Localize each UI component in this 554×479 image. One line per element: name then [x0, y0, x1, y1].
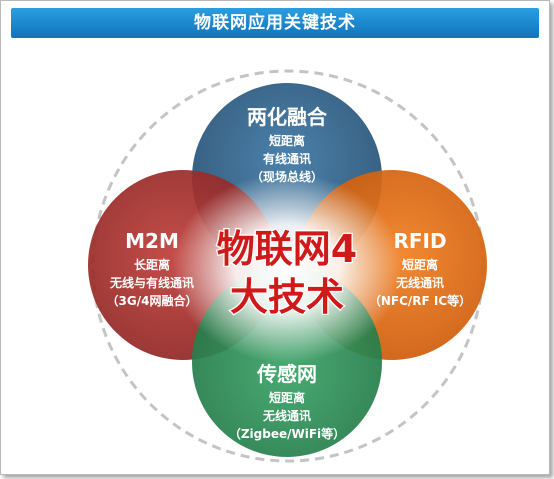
right-circle-line-1: 短距离: [402, 257, 438, 272]
left-circle-title: M2M: [125, 229, 179, 253]
center-title-line-1: 物联网4: [217, 227, 357, 271]
top-circle-line-3: （现场总线）: [251, 169, 323, 184]
page-title: 物联网应用关键技术: [194, 13, 356, 33]
bottom-circle-title: 传感网: [256, 362, 317, 386]
left-circle-line-3: （3G/4网融合）: [107, 293, 198, 308]
top-circle-line-2: 有线通讯: [263, 151, 311, 166]
right-circle-title: RFID: [393, 229, 446, 253]
left-circle-line-1: 长距离: [134, 257, 170, 272]
top-circle-title: 两化融合: [247, 105, 328, 129]
center-glow: [172, 173, 402, 363]
bottom-circle-line-1: 短距离: [269, 390, 305, 405]
title-banner: 物联网应用关键技术: [11, 8, 539, 38]
top-circle-line-1: 短距离: [269, 133, 305, 148]
center-title-line-2: 大技术: [230, 275, 344, 319]
bottom-circle-line-3: （Zigbee/WiFi等）: [229, 426, 345, 441]
right-circle-line-2: 无线通讯: [395, 275, 444, 290]
bottom-circle-line-2: 无线通讯: [262, 408, 311, 423]
left-circle-line-2: 无线与有线通讯: [109, 275, 194, 290]
right-circle-line-3: （NFC/RF IC等）: [369, 293, 471, 308]
